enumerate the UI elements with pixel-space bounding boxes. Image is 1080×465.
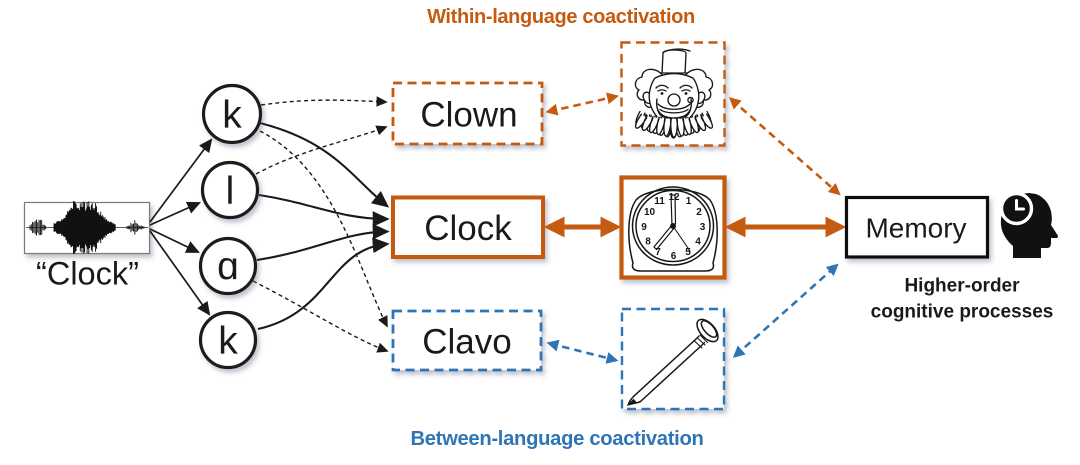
svg-text:9: 9 (641, 222, 647, 233)
svg-text:7: 7 (655, 247, 661, 258)
svg-text:2: 2 (696, 207, 702, 218)
svg-text:Between-language coactivation: Between-language coactivation (410, 428, 703, 450)
svg-text:Within-language coactivation: Within-language coactivation (427, 6, 695, 28)
svg-text:Higher-order: Higher-order (904, 276, 1020, 297)
svg-text:ɑ: ɑ (217, 245, 239, 288)
svg-text:cognitive processes: cognitive processes (871, 302, 1054, 323)
svg-text:l: l (226, 170, 235, 213)
svg-text:3: 3 (700, 222, 706, 233)
svg-text:k: k (222, 94, 242, 137)
svg-text:Memory: Memory (865, 213, 966, 244)
svg-text:1: 1 (686, 196, 692, 207)
svg-text:Clown: Clown (420, 96, 517, 135)
svg-text:12: 12 (668, 192, 680, 203)
svg-text:5: 5 (685, 247, 691, 258)
svg-text:Clavo: Clavo (422, 323, 511, 362)
svg-text:10: 10 (644, 207, 656, 218)
svg-text:“Clock”: “Clock” (36, 256, 139, 292)
svg-text:8: 8 (645, 237, 651, 248)
svg-text:6: 6 (671, 251, 677, 262)
svg-text:Clock: Clock (424, 209, 512, 248)
svg-text:4: 4 (695, 237, 701, 248)
svg-text:11: 11 (654, 196, 665, 207)
svg-text:k: k (218, 320, 238, 363)
